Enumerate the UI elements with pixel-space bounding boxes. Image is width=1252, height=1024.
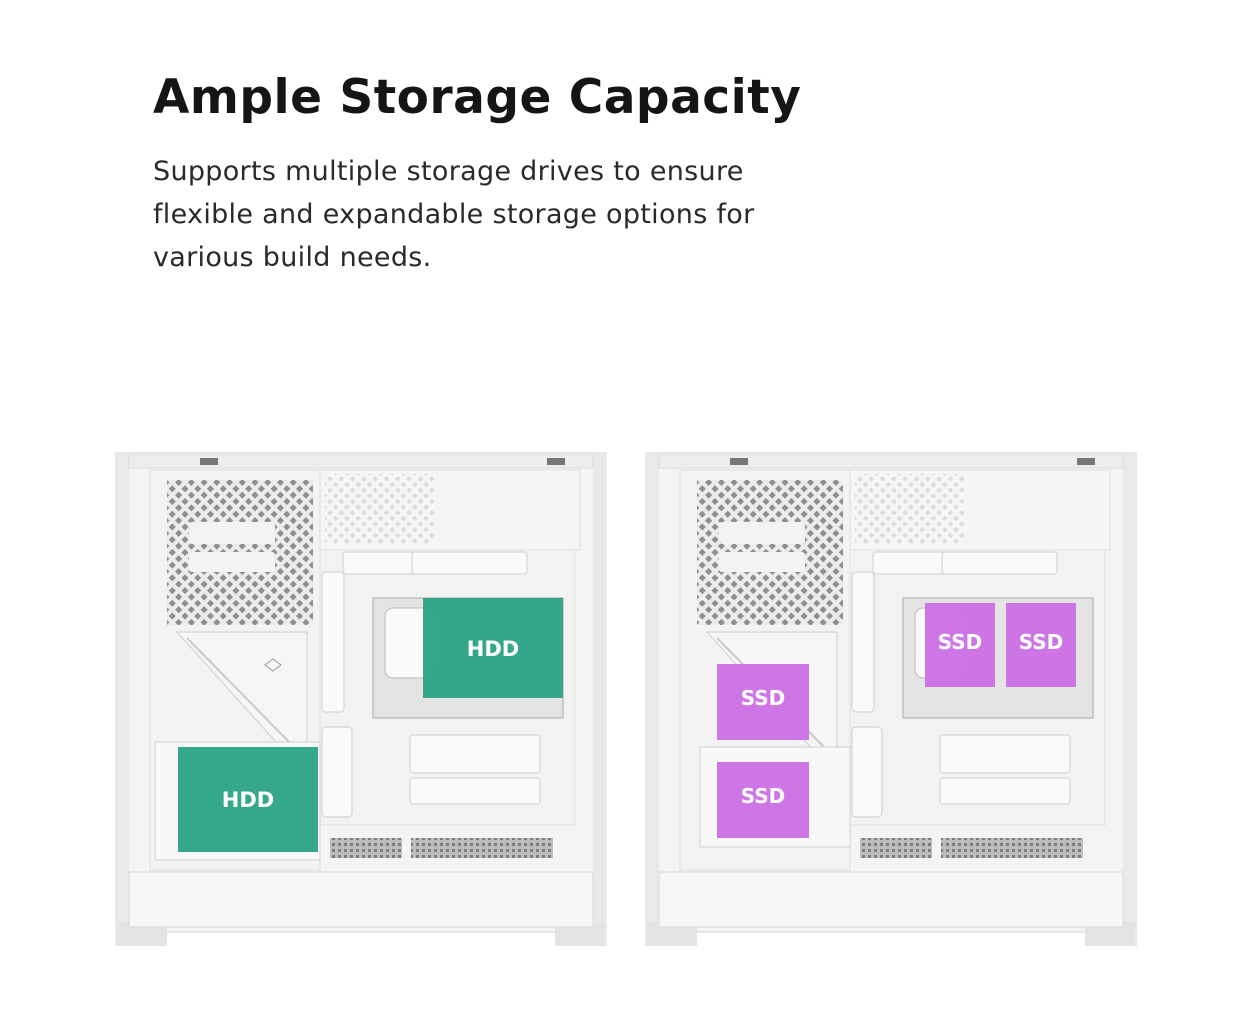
ssd-label: SSD	[938, 630, 983, 654]
hdd-drive-top	[423, 598, 563, 698]
pc-case-ssd-drawing: SSD SSD SSD SSD	[645, 452, 1137, 946]
description-line: Supports multiple storage drives to ensu…	[153, 156, 744, 187]
ssd-label: SSD	[741, 784, 786, 808]
description: Supports multiple storage drives to ensu…	[153, 150, 853, 279]
pc-case-hdd-drawing: HDD HDD	[115, 452, 607, 946]
pc-case-ssd-illustration: SSD SSD SSD SSD	[645, 452, 1137, 946]
description-line: various build needs.	[153, 242, 432, 273]
hdd-label: HDD	[222, 788, 274, 812]
hdd-drive-bottom	[178, 747, 318, 852]
pc-case-hdd-illustration: HDD HDD	[115, 452, 607, 946]
description-line: flexible and expandable storage options …	[153, 199, 755, 230]
ssd-label: SSD	[741, 686, 786, 710]
ssd-label: SSD	[1019, 630, 1064, 654]
ssd-drive-top-left	[925, 603, 995, 687]
page-title: Ample Storage Capacity	[153, 70, 802, 125]
ssd-drive-lower-upper	[717, 664, 809, 740]
ssd-drive-top-right	[1006, 603, 1076, 687]
ssd-drive-lower-bottom	[717, 762, 809, 838]
hdd-label: HDD	[467, 637, 519, 661]
